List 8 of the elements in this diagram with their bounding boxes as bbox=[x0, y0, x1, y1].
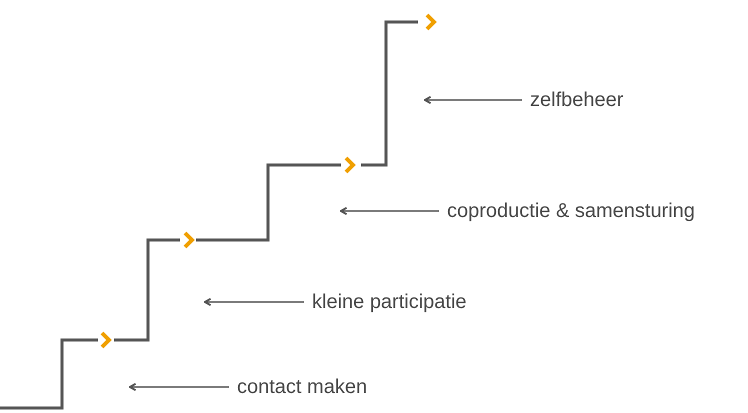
step-label: contact maken bbox=[237, 375, 368, 399]
leader-arrow bbox=[340, 206, 439, 216]
step-label: kleine participatie bbox=[312, 290, 467, 314]
leader-arrow bbox=[129, 382, 229, 392]
leader-arrow bbox=[424, 96, 522, 104]
leader-arrow bbox=[204, 298, 304, 306]
step-label: coproductie & samensturing bbox=[447, 199, 695, 223]
step-label: zelfbeheer bbox=[530, 88, 624, 112]
